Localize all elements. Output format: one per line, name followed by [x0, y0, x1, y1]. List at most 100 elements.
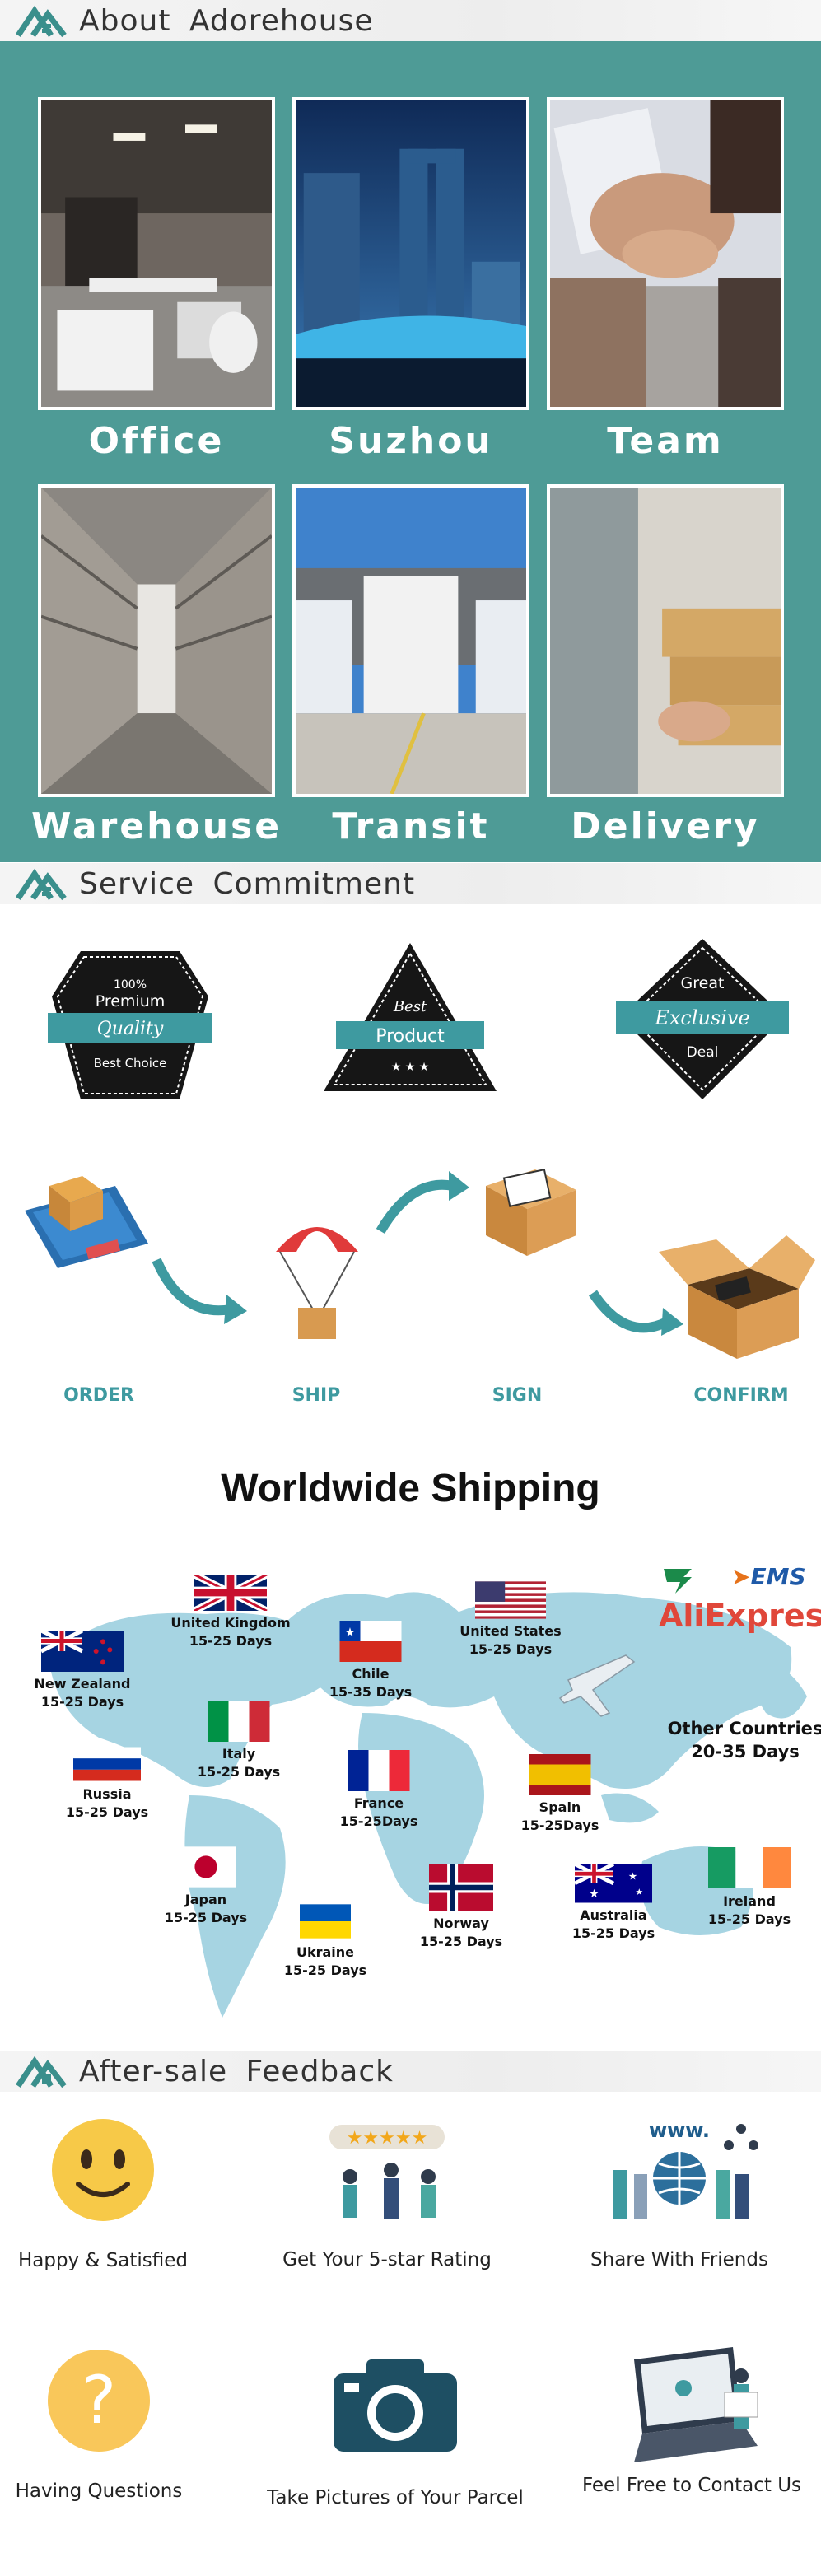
australia-flag-icon: ★ ★ ★ [575, 1864, 652, 1903]
office-photo [38, 97, 275, 410]
feedback-label: Take Pictures of Your Parcel [267, 2487, 524, 2508]
japan-flag-icon [175, 1846, 236, 1888]
spain-flag-icon [529, 1754, 591, 1795]
ireland-flag-icon [708, 1847, 791, 1888]
new-zealand-flag-icon [41, 1631, 124, 1672]
feedback-rating: ★★★★★ Get Your 5-star Rating [264, 2112, 511, 2270]
badge-top-text: Great [681, 974, 725, 992]
feedback-label: Happy & Satisfied [17, 2250, 189, 2271]
badge-top-text: 100% [114, 978, 147, 992]
ukraine-flag-icon [300, 1904, 351, 1939]
about-section-title: About Adorehouse [79, 3, 374, 38]
parachute-ship-icon [276, 1227, 358, 1339]
badge-top-text: Best [393, 998, 427, 1015]
warehouse-photo [38, 484, 275, 797]
feedback-label: Having Questions [15, 2480, 183, 2502]
about-tile-label: Team [607, 420, 724, 462]
feedback-happy: Happy & Satisfied [0, 2116, 206, 2271]
svg-text:★: ★ [344, 1625, 355, 1640]
about-tile-label: Delivery [571, 805, 760, 847]
great-exclusive-deal-badge: Great Exclusive Deal [616, 935, 789, 1104]
five-star-rating-icon: ★★★★★ [329, 2125, 445, 2219]
badge-bottom-text: Best Choice [94, 1056, 167, 1071]
city-skyline-photo [292, 97, 529, 410]
feedback-pictures: Take Pictures of Your Parcel [264, 2355, 527, 2508]
svg-text:★: ★ [589, 1888, 599, 1901]
badge-ribbon-text: Quality [97, 1019, 164, 1039]
feedback-share: www. Share With Friends [560, 2112, 799, 2270]
order-tablet-icon [25, 1176, 148, 1268]
svg-text:★★★★★: ★★★★★ [347, 2128, 428, 2149]
sign-box-icon [486, 1168, 576, 1256]
order-process-illustration [25, 1168, 815, 1359]
about-tile-label: Office [88, 420, 225, 462]
svg-text:★: ★ [628, 1869, 637, 1882]
badge-mid-text: Premium [96, 992, 166, 1010]
aftersale-section-title: After-sale Feedback [79, 2054, 394, 2088]
chile-flag-icon: ★ [339, 1621, 402, 1662]
feedback-questions: ? Having Questions [0, 2347, 198, 2502]
uk-flag-icon [193, 1575, 268, 1611]
badge-ribbon-text: Product [376, 1026, 445, 1047]
ems-logo: ➤EMS [731, 1563, 806, 1590]
badge-bottom-text: Deal [687, 1044, 719, 1061]
house-logo-icon [16, 868, 67, 901]
worldwide-shipping-title: Worldwide Shipping [221, 1467, 600, 1510]
step-sign-label: SIGN [492, 1385, 543, 1406]
world-map: ➤EMS AliExpress Other Countries 20-35 Da… [0, 1548, 821, 2042]
camera-icon [334, 2359, 457, 2452]
aliexpress-logo: AliExpress [659, 1598, 821, 1634]
feedback-label: Feel Free to Contact Us [581, 2475, 802, 2496]
badge-ribbon-text: Exclusive [654, 1006, 749, 1029]
premium-quality-badge: 100% Premium Quality Best Choice [48, 947, 212, 1104]
team-hands-photo [547, 97, 784, 410]
step-ship-label: SHIP [292, 1385, 341, 1406]
smiley-icon [52, 2119, 154, 2221]
about-tile-label: Warehouse [30, 805, 282, 847]
airplane-icon [558, 1654, 636, 1717]
france-flag-icon [348, 1750, 410, 1791]
china-post-logo [659, 1561, 697, 1598]
other-countries-label: Other Countries 20-35 Days [667, 1719, 821, 1762]
house-logo-icon [16, 2056, 67, 2088]
svg-text:?: ? [82, 2362, 116, 2438]
about-tile-label: Suzhou [329, 420, 493, 462]
step-confirm-label: CONFIRM [693, 1385, 789, 1406]
service-section-header: Service Commitment [0, 863, 821, 904]
best-product-badge: Best Product ★ ★ ★ [320, 939, 501, 1095]
feedback-contact: Feel Free to Contact Us [576, 2343, 807, 2496]
norway-flag-icon [429, 1864, 493, 1911]
italy-flag-icon [208, 1701, 270, 1742]
aftersale-section-header: After-sale Feedback [0, 2051, 821, 2092]
service-section-title: Service Commitment [79, 866, 416, 901]
russia-flag-icon [73, 1747, 141, 1781]
contact-laptop-icon [634, 2347, 758, 2462]
svg-text:★: ★ [635, 1887, 643, 1897]
parcel-delivery-photo [547, 484, 784, 797]
step-order-label: ORDER [63, 1385, 134, 1406]
share-network-icon: www. [613, 2119, 758, 2219]
about-tile-label: Transit [332, 805, 490, 847]
confirm-open-box-icon [659, 1235, 815, 1359]
truck-dock-photo [292, 484, 529, 797]
house-logo-icon [16, 5, 67, 38]
feedback-label: Get Your 5-star Rating [282, 2249, 492, 2270]
feedback-label: Share With Friends [590, 2249, 768, 2270]
question-mark-icon: ? [48, 2350, 150, 2452]
about-section-header: About Adorehouse [0, 0, 821, 41]
about-photo-panel: Office Suzhou Team [0, 41, 821, 862]
svg-text:★ ★ ★: ★ ★ ★ [391, 1061, 430, 1074]
